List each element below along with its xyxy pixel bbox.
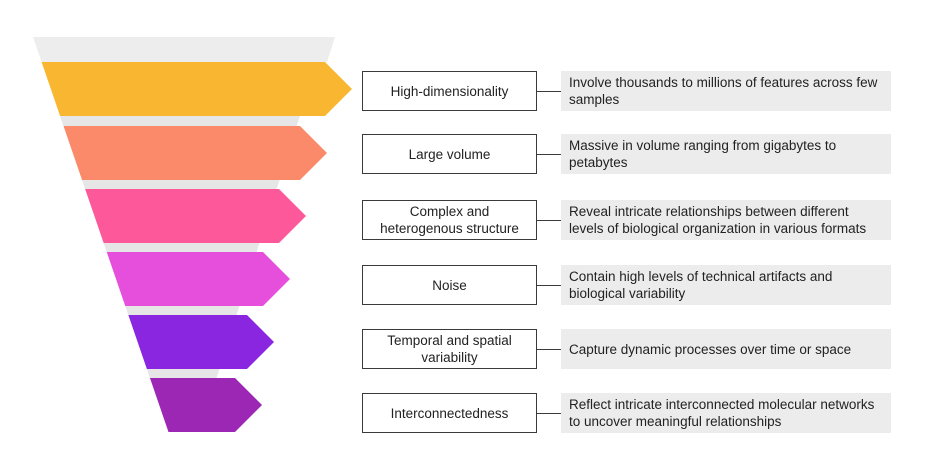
stage-label-high-dimensionality: High-dimensionality [362, 71, 537, 111]
stage-description-noise: Contain high levels of technical artifac… [561, 265, 891, 305]
stage-label-complex-structure: Complex and heterogenous structure [362, 200, 537, 240]
funnel-band-temporal-spatial [128, 315, 274, 369]
connector-line [537, 285, 561, 286]
funnel-gap-shadow [60, 116, 300, 126]
funnel-background [33, 37, 335, 378]
stage-description-large-volume: Massive in volume ranging from gigabytes… [561, 134, 891, 174]
funnel-gap-shadow [82, 180, 280, 189]
funnel-band-noise [106, 252, 291, 306]
funnel-bands [41, 62, 352, 432]
stage-description-temporal-spatial: Capture dynamic processes over time or s… [561, 329, 891, 369]
stage-label-noise: Noise [362, 265, 537, 305]
funnel-band-high-dimensionality [41, 62, 352, 116]
stage-description-high-dimensionality: Involve thousands to millions of feature… [561, 71, 891, 111]
connector-line [537, 349, 561, 350]
stage-label-temporal-spatial: Temporal and spatial variability [362, 329, 537, 369]
funnel-band-large-volume [63, 126, 327, 180]
connector-line [537, 220, 561, 221]
connector-line [537, 154, 561, 155]
stage-description-complex-structure: Reveal intricate relationships between d… [561, 200, 891, 240]
funnel-band-interconnectedness [149, 378, 262, 432]
funnel-gap-shadow [103, 243, 260, 252]
connector-line [537, 91, 561, 92]
stage-label-large-volume: Large volume [362, 134, 537, 174]
connector-line [537, 413, 561, 414]
funnel-top-cap [33, 37, 335, 62]
funnel-gap-shadow [125, 306, 240, 315]
funnel-band-complex-structure [85, 189, 306, 243]
stage-label-interconnectedness: Interconnectedness [362, 393, 537, 433]
stage-description-interconnectedness: Reflect intricate interconnected molecul… [561, 393, 891, 433]
funnel-gap-shadow [146, 369, 220, 378]
